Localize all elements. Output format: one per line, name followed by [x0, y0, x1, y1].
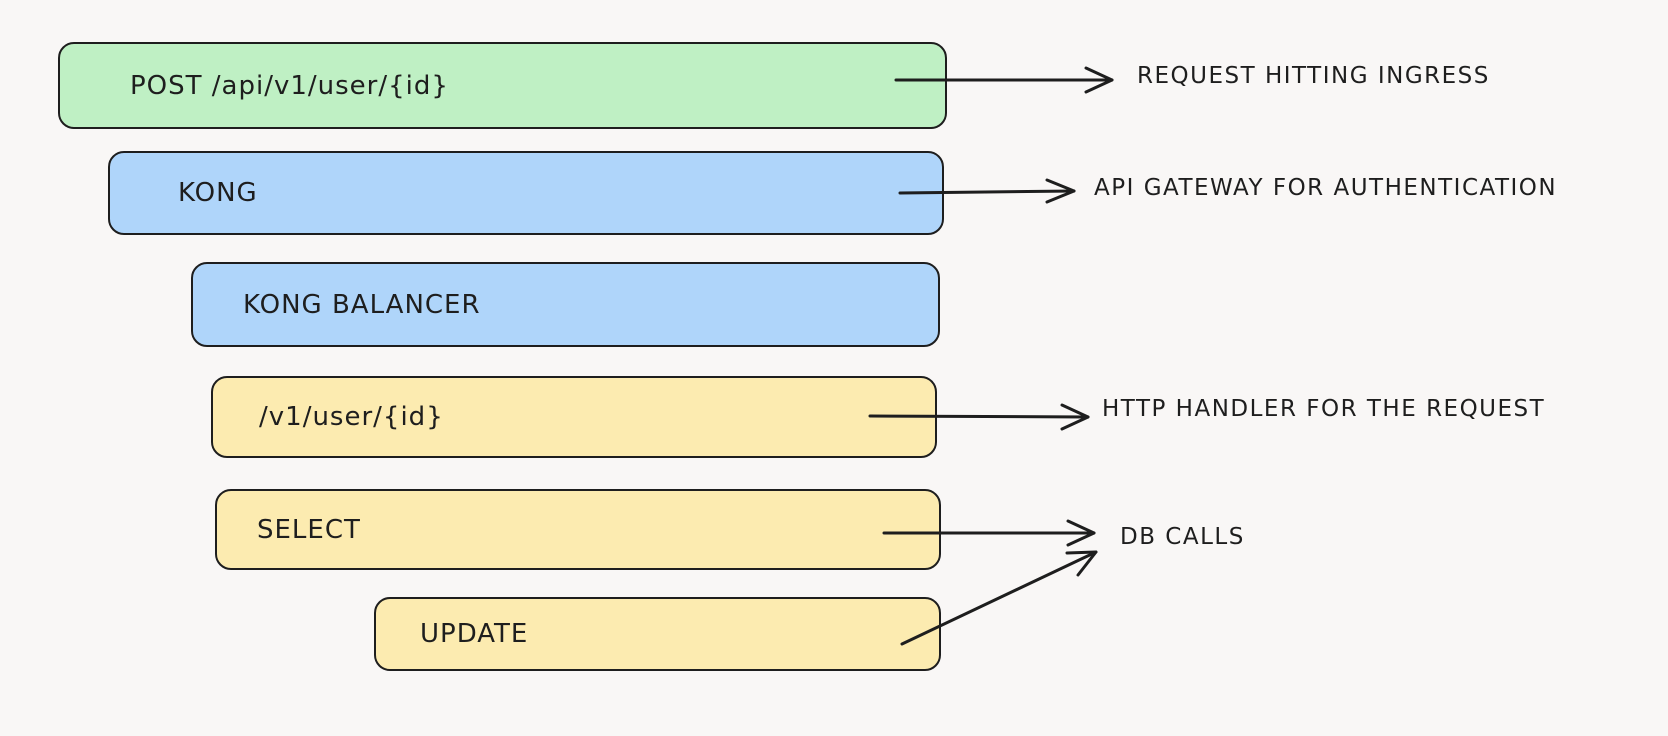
annotation-handler: HTTP HANDLER FOR THE REQUEST: [1102, 396, 1546, 422]
layer-kong-label: KONG: [178, 178, 258, 208]
arrow-update-db: [900, 550, 1098, 646]
layer-kong-balancer-label: KONG BALANCER: [243, 289, 481, 320]
layer-select: SELECT: [215, 489, 941, 570]
arrow-ingress: [894, 66, 1114, 94]
layer-update: UPDATE: [374, 597, 941, 671]
layer-kong-balancer: KONG BALANCER: [191, 262, 940, 347]
arrow-select-db: [882, 519, 1096, 547]
annotation-ingress: REQUEST HITTING INGRESS: [1137, 63, 1490, 89]
arrow-gateway: [898, 178, 1076, 204]
layer-handler-label: /v1/user/{id}: [259, 402, 444, 432]
layer-select-label: SELECT: [257, 514, 361, 545]
layer-update-label: UPDATE: [420, 619, 529, 649]
annotation-gateway: API GATEWAY FOR AUTHENTICATION: [1094, 175, 1558, 201]
layer-ingress-label: POST /api/v1/user/{id}: [130, 70, 449, 101]
annotation-db: DB CALLS: [1120, 524, 1245, 550]
layer-handler: /v1/user/{id}: [211, 376, 937, 458]
layer-kong: KONG: [108, 151, 944, 235]
layer-ingress: POST /api/v1/user/{id}: [58, 42, 947, 129]
arrow-handler: [868, 403, 1090, 431]
